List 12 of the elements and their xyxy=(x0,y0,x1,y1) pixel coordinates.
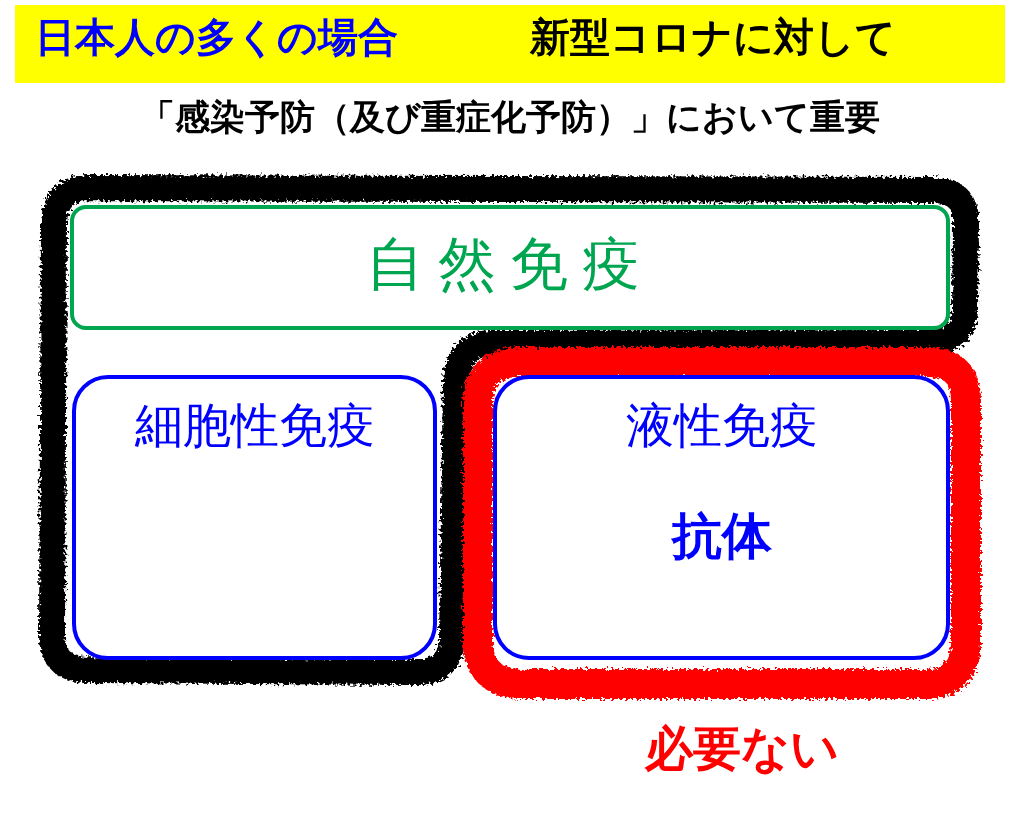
subtitle-text: 「感染予防（及び重症化予防）」において重要 xyxy=(140,98,880,137)
box-heading: 細胞性免疫 xyxy=(134,399,375,452)
immunity-box xyxy=(72,375,437,660)
immunity-box xyxy=(70,205,950,330)
box-heading: 自然免疫 xyxy=(366,233,654,297)
title-banner xyxy=(15,5,1005,83)
box-text: 抗体 xyxy=(671,509,772,564)
immunity-box xyxy=(493,375,950,660)
note-text: 必要ない xyxy=(645,722,839,775)
title-text: 日本人の多くの場合 xyxy=(35,15,398,59)
box-heading: 液性免疫 xyxy=(625,399,818,452)
title-text: 新型コロナに対して xyxy=(530,15,896,59)
